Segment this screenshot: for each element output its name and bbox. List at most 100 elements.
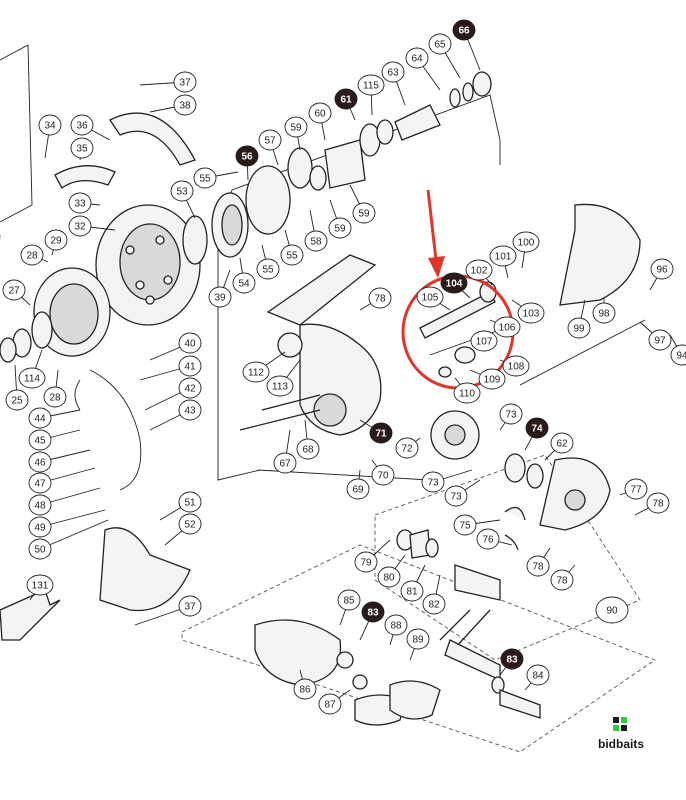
callout-bubble-62 (550, 432, 574, 454)
callout-bubble-57 (258, 129, 282, 151)
callout-bubble-60 (308, 102, 332, 124)
callout-label-78: 78 (652, 499, 664, 510)
callout-bubble-82 (422, 593, 446, 615)
handle-assembly (254, 529, 541, 726)
callout-bubble-41 (178, 355, 202, 377)
callout-label-82: 82 (428, 600, 440, 611)
callout-label-68: 68 (302, 445, 314, 456)
callout-bubble-114 (18, 367, 46, 389)
logo-text: bidbaits (598, 737, 644, 751)
callout-label-109: 109 (484, 375, 501, 386)
callout-bubble-78 (368, 287, 392, 309)
callout-bubble-63 (381, 61, 405, 83)
callout-bubble-42 (178, 377, 202, 399)
callout-bubble-88 (384, 614, 408, 636)
callout-bubble-102 (465, 259, 493, 281)
callout-label-34: 34 (44, 121, 56, 132)
callout-bubble-106 (493, 316, 521, 338)
callout-bubble-103 (517, 302, 545, 324)
callout-label-61: 61 (340, 95, 352, 106)
callout-bubble-76 (476, 528, 500, 550)
callout-label-99: 99 (573, 324, 585, 335)
callout-bubble-109 (478, 368, 506, 390)
callout-label-28: 28 (26, 251, 38, 262)
callout-label-50: 50 (34, 545, 46, 556)
callout-label-88: 88 (390, 621, 402, 632)
main-frame (239, 254, 382, 436)
callout-label-55: 55 (286, 251, 298, 262)
callout-label-104: 104 (446, 279, 463, 290)
pointer-arrow-line (426, 189, 438, 261)
callout-bubble-86 (293, 678, 317, 700)
callout-label-74: 74 (531, 424, 543, 435)
callout-label-89: 89 (412, 635, 424, 646)
callout-label-33: 33 (74, 199, 86, 210)
callout-bubble-59 (284, 116, 308, 138)
callout-bubble-80 (377, 566, 401, 588)
callout-bubble-65 (428, 33, 452, 55)
callout-label-78: 78 (532, 562, 544, 573)
callout-bubble-75 (453, 514, 477, 536)
callout-bubble-79 (354, 551, 378, 573)
callout-bubble-108 (502, 355, 530, 377)
callout-label-38: 38 (179, 101, 191, 112)
callout-bubble-83 (500, 648, 524, 670)
callout-bubble-104 (440, 272, 468, 294)
callout-bubble-73 (444, 485, 468, 507)
callout-bubble-47 (28, 472, 52, 494)
callout-label-73: 73 (450, 492, 462, 503)
callout-label-64: 64 (411, 54, 423, 65)
callout-bubble-45 (28, 429, 52, 451)
callout-label-83: 83 (506, 655, 518, 666)
callout-label-59: 59 (290, 123, 302, 134)
callout-bubble-44 (28, 407, 52, 429)
callout-bubble-39 (208, 286, 232, 308)
bail-arms (54, 112, 196, 612)
callout-label-63: 63 (387, 68, 399, 79)
callout-bubble-34 (38, 114, 62, 136)
callout-label-108: 108 (508, 362, 525, 373)
callout-label-59: 59 (358, 209, 370, 220)
callout-label-53: 53 (176, 187, 188, 198)
callout-label-44: 44 (34, 414, 46, 425)
callout-label-49: 49 (34, 523, 46, 534)
callout-label-83: 83 (367, 608, 379, 619)
callout-label-73: 73 (427, 478, 439, 489)
callout-label-59: 59 (334, 224, 346, 235)
callout-label-29: 29 (50, 236, 62, 247)
callout-bubble-51 (178, 491, 202, 513)
callout-bubble-89 (406, 628, 430, 650)
callout-bubble-64 (405, 47, 429, 69)
callout-label-97: 97 (654, 336, 666, 347)
callout-label-37: 37 (184, 602, 196, 613)
callout-label-79: 79 (360, 558, 372, 569)
callout-bubble-99 (567, 317, 591, 339)
callout-bubble-78 (550, 569, 574, 591)
callout-label-58: 58 (310, 237, 322, 248)
callout-label-75: 75 (459, 521, 471, 532)
callout-bubble-84 (526, 664, 550, 686)
callout-bubble-73 (421, 471, 445, 493)
callout-bubble-113 (266, 375, 294, 397)
callout-bubble-98 (592, 302, 616, 324)
callout-bubble-83 (361, 601, 385, 623)
callout-label-113: 113 (272, 382, 288, 393)
callout-bubble-27 (2, 279, 26, 301)
callout-label-70: 70 (377, 471, 389, 482)
callout-bubble-115 (357, 74, 385, 96)
callout-label-87: 87 (324, 700, 336, 711)
callout-label-90: 90 (606, 606, 618, 617)
bidbaits-logo: bidbaits (598, 717, 644, 751)
callout-bubble-73 (499, 403, 523, 425)
callout-label-43: 43 (184, 406, 196, 417)
callout-label-103: 103 (523, 309, 540, 320)
callout-bubble-105 (416, 286, 444, 308)
callout-bubble-29 (44, 229, 68, 251)
callout-bubble-37 (178, 595, 202, 617)
callout-label-78: 78 (374, 294, 386, 305)
callout-bubble-71 (369, 422, 393, 444)
callout-label-62: 62 (556, 439, 568, 450)
callout-bubble-97 (648, 329, 672, 351)
